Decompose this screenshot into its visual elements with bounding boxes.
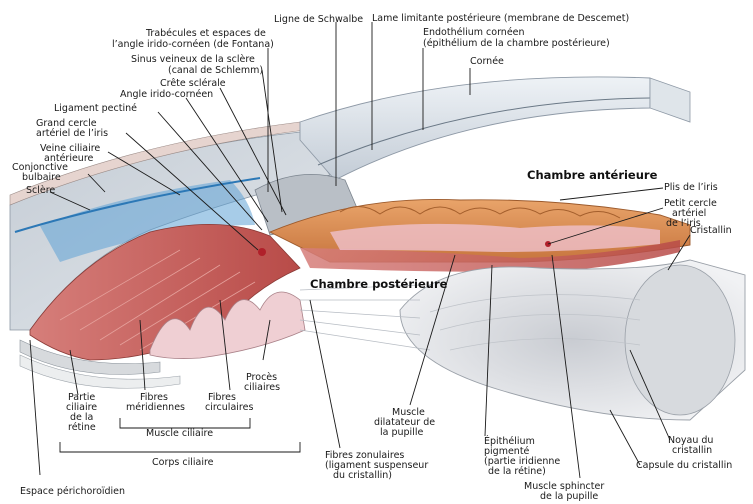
label-capsule: Capsule du cristallin — [636, 460, 732, 471]
label-trabecules-2: l’angle irido-cornéen (de Fontana) — [112, 39, 274, 50]
label-chambre-posterieure: Chambre postérieure — [310, 277, 448, 291]
label-cornee: Cornée — [470, 56, 504, 67]
label-fibres-circ-2: circulaires — [205, 402, 253, 413]
grand-cercle-vessel — [258, 248, 266, 256]
label-endothelium-1: Endothélium cornéen — [423, 27, 525, 38]
label-fibres-zon-3: du cristallin) — [333, 470, 392, 481]
label-crete: Crête sclérale — [160, 78, 226, 89]
label-espace: Espace périchoroïdien — [20, 486, 125, 497]
label-muscle-ciliaire: Muscle ciliaire — [146, 428, 213, 439]
label-angle: Angle irido-cornéen — [120, 89, 213, 100]
iris-pink-layer — [330, 224, 660, 252]
label-trabecules-1: Trabécules et espaces de — [145, 28, 266, 39]
label-lame-limitante: Lame limitante postérieure (membrane de … — [372, 13, 629, 24]
label-epithelium-4: de la rétine) — [488, 466, 546, 477]
label-chambre-anterieure: Chambre antérieure — [527, 168, 658, 182]
label-cristallin: Cristallin — [690, 225, 732, 236]
lens-nucleus — [625, 265, 735, 415]
label-fibres-mer-2: méridiennes — [126, 402, 185, 413]
cornea-cut-face — [650, 78, 690, 122]
label-sinus-2: (canal de Schlemm) — [168, 65, 263, 76]
cornea-shape — [300, 77, 650, 180]
label-partie-4: rétine — [68, 422, 96, 433]
label-plis: Plis de l’iris — [664, 182, 718, 193]
label-dilatateur-3: la pupille — [380, 427, 423, 438]
label-grand-cercle-2: artériel de l’iris — [36, 128, 108, 139]
label-ligament: Ligament pectiné — [54, 103, 137, 114]
label-sphincter-2: de la pupille — [540, 491, 598, 502]
label-conjonctive-2: bulbaire — [22, 172, 61, 183]
label-endothelium-2: (épithélium de la chambre postérieure) — [423, 38, 610, 49]
label-sclere: Sclère — [26, 185, 55, 196]
label-corps-ciliaire: Corps ciliaire — [152, 457, 214, 468]
label-sinus-1: Sinus veineux de la sclère — [131, 54, 255, 65]
label-noyau-2: cristallin — [672, 445, 712, 456]
label-ligne-schwalbe: Ligne de Schwalbe — [274, 14, 363, 25]
label-proces-2: ciliaires — [244, 382, 280, 393]
